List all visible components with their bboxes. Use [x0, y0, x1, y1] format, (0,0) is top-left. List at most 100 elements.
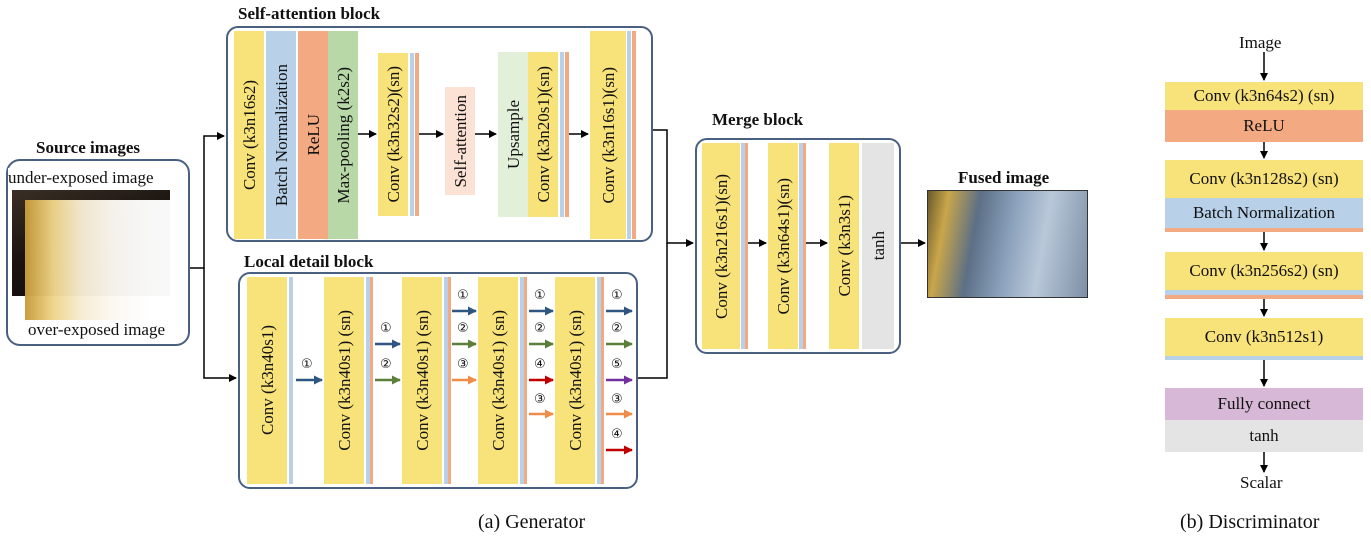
ld-marker-1a: ①: [301, 357, 313, 372]
disc-conv3-relu-strip: [1165, 295, 1363, 299]
sa-relu-layer: ReLU: [298, 31, 328, 239]
ld-conv5-label: Conv (k3n40s1) (sn): [565, 310, 585, 451]
under-exposed-label: under-exposed image: [8, 168, 154, 188]
sa-bn-layer: Batch Normalization: [266, 31, 296, 239]
discriminator-caption: (b) Discriminator: [1180, 511, 1320, 533]
ld-conv5-strip-bn: [597, 277, 601, 484]
disc-conv4-layer: Conv (k3n512s1): [1165, 318, 1363, 356]
sa-conv1-label: Conv (k3n16s2): [239, 79, 259, 191]
merge-conv1-strip-bn: [741, 143, 745, 349]
ld-marker-1b: ①: [380, 321, 392, 336]
disc-conv4-label: Conv (k3n512s1): [1204, 327, 1324, 346]
ld-conv1-label: Conv (k3n40s1): [257, 325, 277, 436]
self-attention-title: Self-attention block: [238, 4, 381, 23]
ld-conv4-label: Conv (k3n40s1) (sn): [488, 310, 508, 451]
disc-conv3-layer: Conv (k3n256s2) (sn): [1165, 252, 1363, 290]
sa-conv4-label: Conv (k3n16s1)(sn): [598, 66, 618, 204]
ld-conv2-strip-bn: [366, 277, 370, 484]
merge-conv1-label: Conv (k3n216s1)(sn): [711, 173, 731, 319]
disc-tanh-layer: tanh: [1165, 420, 1363, 452]
ld-conv4-strip-bn: [520, 277, 524, 484]
disc-conv4-bn-strip: [1165, 356, 1363, 360]
merge-conv2-strip-bn: [799, 143, 803, 349]
ld-marker-2d: ②: [534, 321, 546, 336]
sa-conv3-label: Conv (k3n20s1)(sn): [533, 66, 553, 203]
sa-conv4-layer: Conv (k3n16s1)(sn): [590, 31, 626, 239]
disc-conv3-bn-strip: [1165, 290, 1363, 295]
ld-conv5-strip-relu: [601, 277, 604, 484]
sa-conv2-label: Conv (k3n32s2)(sn): [383, 66, 403, 203]
ld-conv2-label: Conv (k3n40s1) (sn): [334, 310, 354, 451]
ld-marker-1d: ①: [534, 288, 546, 303]
over-exposed-label: over-exposed image: [28, 320, 166, 339]
ld-conv2-layer: Conv (k3n40s1) (sn): [324, 277, 364, 484]
ld-marker-2c: ②: [457, 321, 469, 336]
ld-marker-3d: ③: [534, 392, 546, 407]
sa-bn-label: Batch Normalization: [271, 63, 291, 207]
over-exposed-image: [25, 200, 185, 320]
ld-marker-1c: ①: [457, 288, 469, 303]
disc-relu-label: ReLU: [1243, 116, 1285, 135]
disc-tanh-label: tanh: [1249, 426, 1279, 445]
disc-relu-layer: ReLU: [1165, 110, 1363, 142]
sa-conv3-bn-strip: [560, 52, 564, 217]
sa-upsample-layer: Upsample: [498, 52, 528, 217]
fused-image: [927, 190, 1088, 298]
sa-conv3-layer: Conv (k3n20s1)(sn): [528, 52, 558, 217]
disc-bn-relu-strip: [1165, 228, 1363, 232]
sa-conv2-relu-strip: [415, 53, 419, 216]
merge-block-title: Merge block: [712, 110, 804, 129]
sa-conv2-bn-strip: [410, 53, 414, 216]
disc-conv2-layer: Conv (k3n128s2) (sn): [1165, 160, 1363, 198]
ld-marker-4d: ④: [534, 357, 546, 372]
disc-input-label: Image: [1239, 33, 1282, 52]
sa-conv2-layer: Conv (k3n32s2)(sn): [378, 53, 408, 216]
generator-caption: (a) Generator: [478, 511, 586, 533]
disc-bn-label: Batch Normalization: [1192, 203, 1336, 222]
disc-conv2-label: Conv (k3n128s2) (sn): [1189, 169, 1339, 188]
merge-tanh-label: tanh: [868, 231, 888, 261]
ld-marker-2b: ②: [380, 357, 392, 372]
ld-conv3-label: Conv (k3n40s1) (sn): [412, 310, 432, 451]
ld-conv4-strip-relu: [524, 277, 527, 484]
source-images-title: Source images: [36, 138, 141, 157]
disc-bn-layer: Batch Normalization: [1165, 198, 1363, 228]
disc-conv1-label: Conv (k3n64s2) (sn): [1193, 86, 1335, 105]
sa-conv3-relu-strip: [565, 52, 569, 217]
disc-conv3-label: Conv (k3n256s2) (sn): [1189, 261, 1339, 280]
ld-marker-3c: ③: [457, 357, 469, 372]
ld-marker-3e: ③: [611, 392, 623, 407]
ld-marker-1e: ①: [611, 288, 623, 303]
ld-marker-4e: ④: [611, 427, 623, 442]
ld-conv2-strip-relu: [370, 277, 373, 484]
disc-output-label: Scalar: [1240, 473, 1283, 492]
sa-conv4-bn-strip: [627, 31, 631, 239]
sa-upsample-label: Upsample: [503, 100, 523, 169]
ld-conv1-strip-bn: [289, 277, 293, 484]
merge-tanh-layer: tanh: [862, 143, 894, 349]
merge-conv1-layer: Conv (k3n216s1)(sn): [702, 143, 740, 349]
ld-conv5-layer: Conv (k3n40s1) (sn): [555, 277, 595, 484]
sa-relu-label: ReLU: [303, 114, 323, 156]
disc-fc-layer: Fully connect: [1165, 388, 1363, 420]
ld-conv4-layer: Conv (k3n40s1) (sn): [478, 277, 518, 484]
sa-maxpool-layer: Max-pooling (k2s2): [328, 31, 358, 239]
merge-conv2-layer: Conv (k3n64s1)(sn): [768, 143, 798, 349]
ld-conv3-strip-relu: [448, 277, 451, 484]
merge-conv3-label: Conv (k3n3s1): [834, 195, 854, 297]
sa-conv1-layer: Conv (k3n16s2): [234, 31, 264, 239]
sa-attention-label: Self-attention: [450, 94, 470, 188]
merge-conv3-layer: Conv (k3n3s1): [829, 143, 859, 349]
local-detail-title: Local detail block: [244, 252, 374, 271]
sa-maxpool-label: Max-pooling (k2s2): [333, 66, 353, 204]
disc-fc-label: Fully connect: [1217, 394, 1311, 413]
merge-conv1-strip-relu: [745, 143, 748, 349]
ld-marker-2e: ②: [611, 321, 623, 336]
merge-conv2-strip-relu: [803, 143, 806, 349]
sa-conv4-relu-strip: [632, 31, 636, 239]
ld-marker-5e: ⑤: [611, 357, 623, 372]
sa-attention-layer: Self-attention: [445, 87, 475, 195]
ld-conv3-layer: Conv (k3n40s1) (sn): [402, 277, 442, 484]
fused-image-title: Fused image: [958, 168, 1050, 187]
ld-conv3-strip-bn: [444, 277, 448, 484]
